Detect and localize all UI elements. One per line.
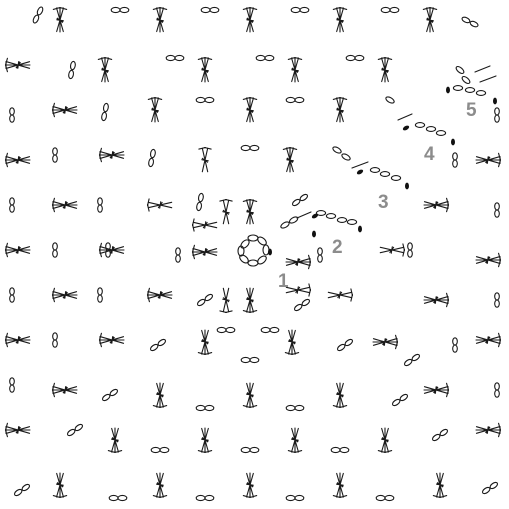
round-label-5: 5 [466, 100, 477, 121]
round-2-stitches [176, 191, 362, 332]
round-1-center-ring [238, 235, 272, 266]
round-5-stitches [6, 5, 501, 501]
round-3-stitches [106, 145, 409, 362]
round-label-1: 1 [278, 271, 289, 292]
round-label-2: 2 [332, 237, 343, 258]
round-label-3: 3 [378, 192, 389, 213]
round-4-stitches [94, 96, 455, 411]
round-label-4: 4 [424, 144, 435, 165]
